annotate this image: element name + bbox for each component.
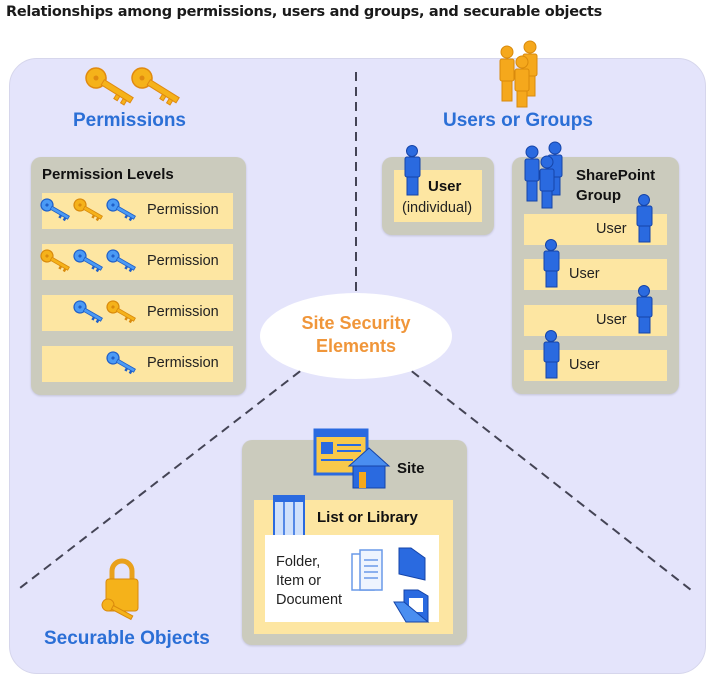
center-ellipse — [260, 293, 452, 379]
permission-row — [42, 295, 233, 331]
group-member-label: User — [596, 221, 627, 237]
permission-levels-title: Permission Levels — [42, 166, 174, 183]
individual-user-label: User — [428, 178, 462, 195]
blue-key-icon — [73, 300, 103, 324]
permission-row — [42, 193, 233, 229]
list-icon — [273, 495, 305, 541]
permission-row — [42, 346, 233, 382]
sharepoint-group-title-line2: Group — [576, 187, 621, 204]
site-label: Site — [397, 460, 425, 477]
blue-key-icon — [40, 198, 70, 222]
gold-key-icon — [73, 198, 103, 222]
center-label: Site Security Elements — [260, 312, 452, 358]
sharepoint-group-title-line1: SharePoint — [576, 167, 656, 184]
permission-label: Permission — [147, 202, 219, 218]
item-label-line2: Item or — [276, 573, 322, 589]
blue-key-icon — [106, 351, 136, 375]
individual-user-sublabel: (individual) — [402, 200, 473, 216]
center-label-line2: Elements — [315, 336, 397, 356]
users-group-icon — [499, 40, 538, 108]
folder-icon — [398, 547, 426, 581]
documents-icon — [351, 549, 383, 591]
divider-left — [19, 361, 313, 589]
user-icon — [543, 330, 560, 379]
user-icon — [636, 194, 653, 243]
permissions-heading: Permissions — [73, 110, 186, 131]
permission-label: Permission — [147, 253, 219, 269]
users-heading: Users or Groups — [443, 110, 593, 131]
sharepoint-group-title: SharePoint Group — [576, 166, 655, 206]
list-library-label: List or Library — [317, 509, 418, 526]
group-member-label: User — [596, 312, 627, 328]
securable-heading: Securable Objects — [44, 628, 210, 649]
item-label-line1: Folder, — [276, 554, 321, 570]
blue-key-icon — [106, 249, 136, 273]
blue-key-icon — [106, 198, 136, 222]
permission-row — [42, 244, 233, 280]
group-member-label: User — [569, 266, 600, 282]
user-icon — [404, 145, 421, 196]
gold-keys-icon — [85, 67, 180, 106]
permission-label: Permission — [147, 355, 219, 371]
open-folder-icon — [393, 589, 430, 623]
item-label-line3: Document — [276, 592, 343, 608]
user-icon — [636, 285, 653, 334]
lock-and-key-icon — [101, 558, 139, 621]
group-member-label: User — [569, 357, 600, 373]
site-icon — [313, 428, 391, 489]
permission-label: Permission — [147, 304, 219, 320]
gold-key-icon — [106, 300, 136, 324]
center-label-line1: Site Security — [301, 313, 411, 333]
gold-key-icon — [40, 249, 70, 273]
diagram-title: Relationships among permissions, users a… — [6, 4, 602, 20]
user-icon — [543, 239, 560, 288]
item-label: Folder, Item or Document — [276, 553, 342, 610]
sharepoint-group-icon — [524, 141, 563, 209]
divider-right — [399, 361, 692, 591]
blue-key-icon — [73, 249, 103, 273]
